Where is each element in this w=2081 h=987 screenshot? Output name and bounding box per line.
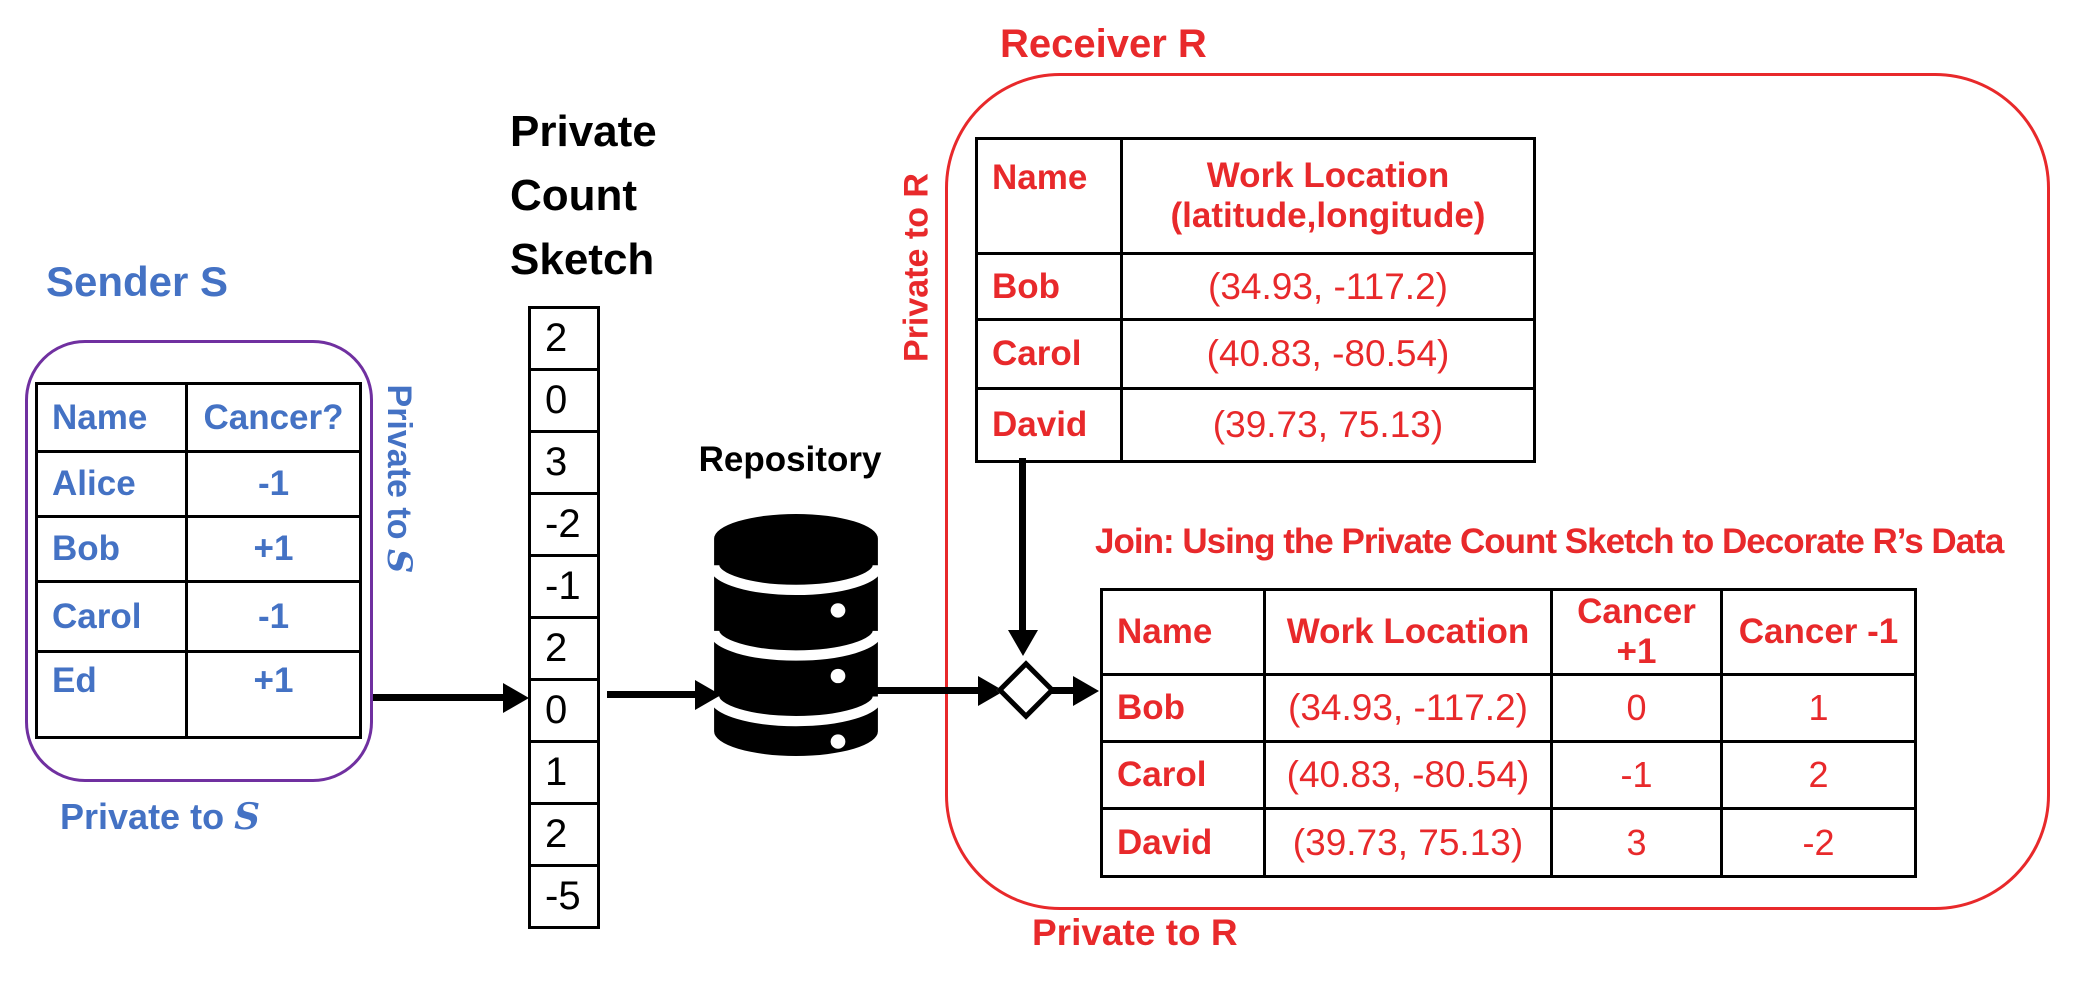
sketch-title-line: Count [510, 171, 638, 220]
sender-col-header-name: Name [35, 382, 188, 453]
receiver-title: Receiver R [1000, 22, 1207, 66]
join-col-header-location: Work Location [1263, 588, 1553, 676]
table-cell-value: -1 [185, 450, 362, 518]
table-cell-name: David [975, 387, 1123, 463]
table-cell-name: Bob [1100, 673, 1266, 743]
sketch-title: Private Count Sketch [510, 100, 657, 292]
sender-private-bottom-label: Private to S [60, 796, 260, 838]
table-cell-value: -1 [185, 580, 362, 653]
count-sketch-column: 2 0 3 -2 -1 2 0 1 2 -5 [528, 306, 600, 929]
table-row: David (39.73, 75.13) 3 -2 [1100, 807, 1917, 878]
database-icon [712, 514, 880, 756]
arrow-line [607, 691, 695, 698]
table-cell-cancer-plus: 0 [1550, 673, 1723, 743]
table-cell-value: +1 [185, 650, 362, 739]
table-row: Carol -1 [35, 580, 362, 653]
repository-label: Repository [698, 440, 882, 479]
table-cell-location: (39.73, 75.13) [1263, 807, 1553, 878]
arrowhead-icon [1008, 630, 1038, 656]
sketch-cell: 2 [528, 306, 600, 371]
table-cell-name: Carol [1100, 740, 1266, 810]
arrowhead-icon [1073, 676, 1099, 706]
sketch-cell: 0 [528, 368, 600, 433]
receiver-location-table: Name Work Location (latitude,longitude) … [975, 137, 1536, 463]
table-cell-location: (40.83, -80.54) [1120, 318, 1536, 390]
table-row: Carol (40.83, -80.54) -1 2 [1100, 740, 1917, 810]
table-cell-name: David [1100, 807, 1266, 878]
table-row: David (39.73, 75.13) [975, 387, 1536, 463]
location-col-header-name: Name [975, 137, 1123, 255]
sketch-cell: 2 [528, 802, 600, 867]
sender-table: Name Cancer? Alice -1 Bob +1 Carol -1 Ed… [35, 382, 362, 739]
table-cell-cancer-minus: 1 [1720, 673, 1917, 743]
sketch-cell: -2 [528, 492, 600, 557]
table-cell-cancer-minus: -2 [1720, 807, 1917, 878]
table-row: Bob (34.93, -117.2) 0 1 [1100, 673, 1917, 743]
table-cell-location: (39.73, 75.13) [1120, 387, 1536, 463]
sketch-title-line: Private [510, 107, 657, 156]
private-bottom-text: Private to [60, 796, 225, 837]
receiver-private-bottom-label: Private to R [1032, 912, 1238, 953]
table-cell-name: Alice [35, 450, 188, 518]
private-side-s: S [379, 548, 419, 574]
table-row: Carol (40.83, -80.54) [975, 318, 1536, 390]
table-cell-location: (34.93, -117.2) [1120, 252, 1536, 321]
arrow-line [373, 694, 503, 701]
join-table: Name Work Location Cancer +1 Cancer -1 B… [1100, 588, 1917, 878]
table-row: Bob (34.93, -117.2) [975, 252, 1536, 321]
table-cell-name: Ed [35, 650, 188, 739]
sketch-cell: 2 [528, 616, 600, 681]
table-cell-name: Carol [975, 318, 1123, 390]
table-row: Bob +1 [35, 515, 362, 583]
table-cell-location: (40.83, -80.54) [1263, 740, 1553, 810]
receiver-private-left-label: Private to R [897, 173, 936, 362]
header-line: (latitude,longitude) [1170, 196, 1486, 235]
join-title: Join: Using the Private Count Sketch to … [1095, 522, 2004, 561]
sketch-title-line: Sketch [510, 235, 655, 284]
join-col-header-cancer-minus: Cancer -1 [1720, 588, 1917, 676]
join-col-header-name: Name [1100, 588, 1266, 676]
header-line: Work Location [1206, 156, 1450, 195]
table-cell-name: Bob [35, 515, 188, 583]
table-cell-location: (34.93, -117.2) [1263, 673, 1553, 743]
sketch-cell: 0 [528, 678, 600, 743]
sender-privacy-box [25, 340, 373, 782]
arrowhead-icon [503, 683, 529, 713]
table-cell-cancer-minus: 2 [1720, 740, 1917, 810]
sketch-cell: 1 [528, 740, 600, 805]
table-row: Ed +1 [35, 650, 362, 739]
table-cell-name: Carol [35, 580, 188, 653]
location-col-header-location: Work Location (latitude,longitude) [1120, 137, 1536, 255]
sketch-cell: -5 [528, 864, 600, 929]
receiver-privacy-box [945, 73, 2050, 910]
sender-col-header-cancer: Cancer? [185, 382, 362, 453]
arrowhead-icon [695, 680, 721, 710]
arrow-line [1051, 687, 1073, 694]
table-cell-cancer-plus: 3 [1550, 807, 1723, 878]
private-bottom-s: S [234, 796, 261, 838]
table-cell-cancer-plus: -1 [1550, 740, 1723, 810]
sketch-cell: -1 [528, 554, 600, 619]
table-cell-name: Bob [975, 252, 1123, 321]
table-cell-value: +1 [185, 515, 362, 583]
join-col-header-cancer-plus: Cancer +1 [1550, 588, 1723, 676]
table-row: Alice -1 [35, 450, 362, 518]
sketch-cell: 3 [528, 430, 600, 495]
sender-title: Sender S [46, 258, 229, 305]
sender-private-side-label: Private to S [379, 329, 419, 629]
arrow-line [1019, 458, 1026, 630]
private-side-text: Private to [380, 384, 418, 540]
arrow-line [876, 687, 978, 694]
